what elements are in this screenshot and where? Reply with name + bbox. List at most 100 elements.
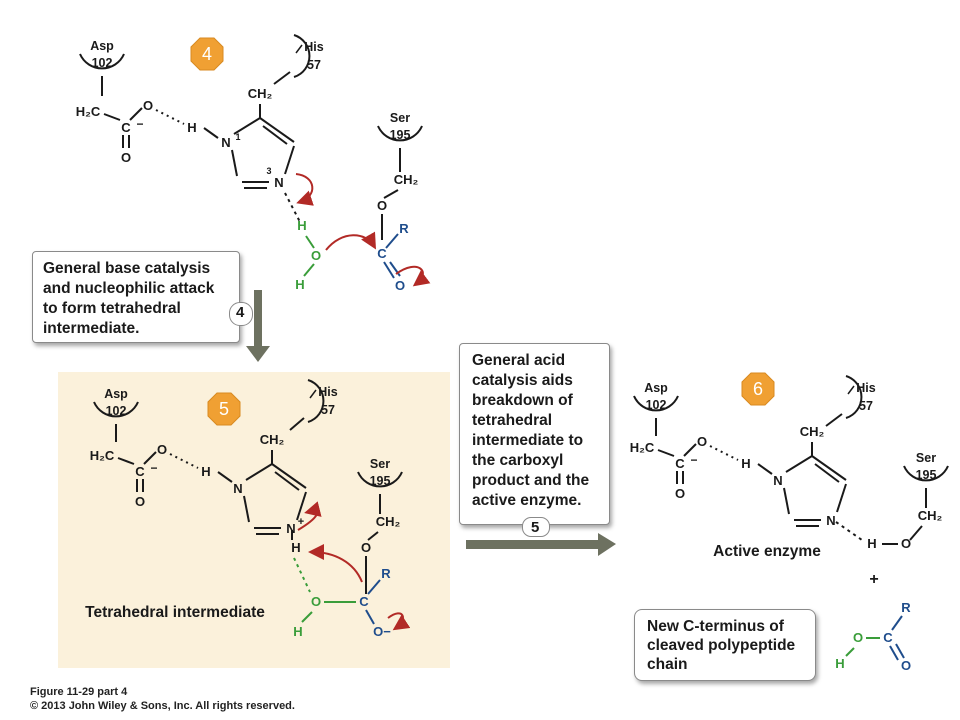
asp6-residue-arc (633, 395, 679, 412)
his5-number-divider (309, 389, 317, 399)
ser6-residue-name: Ser (916, 451, 936, 465)
ser4-ch2: CH₂ (394, 172, 419, 187)
his4-n1-index: 1 (235, 132, 240, 142)
ser6-o-ch2-bond (909, 525, 923, 541)
his6-ch2: CH₂ (800, 424, 825, 439)
intermediate-carbon: C (359, 594, 369, 609)
asp5-h2c: H₂C (90, 448, 115, 463)
his5-n3: N (286, 521, 295, 536)
asp4-hydrogen: H (187, 120, 196, 135)
down-arrow-shaft (254, 290, 262, 348)
water-h2: H (295, 277, 304, 292)
asp6-hydrogen: H (741, 456, 750, 471)
active-enzyme-label: Active enzyme (713, 543, 821, 560)
asp4-h-n-bond (203, 127, 219, 139)
asp6-carbon: C (675, 456, 685, 471)
asp6-co-bond (683, 443, 697, 457)
asp6-charge: − (690, 453, 697, 467)
step-badge-5: 5 (207, 392, 241, 426)
box5-step-tab (522, 517, 550, 537)
product-hydrogen: H (835, 656, 844, 671)
box4-line-4: intermediate. (43, 320, 140, 337)
ser6-hydrogen: H (867, 536, 876, 551)
his6-residue-number: 57 (859, 399, 873, 413)
asp4-residue-number: 102 (92, 56, 113, 70)
electron-arrow (295, 173, 314, 206)
asp5-residue-number: 102 (106, 404, 127, 418)
right-arrow-shaft (466, 540, 600, 549)
asp5-oxygen-top: O (157, 442, 167, 457)
his6-hbond-ser (835, 521, 863, 541)
asp6-h2c: H₂C (630, 440, 655, 455)
down-arrow-head (246, 346, 270, 362)
ser5-residue-number: 195 (370, 474, 391, 488)
his6-ring-bond (783, 487, 790, 515)
box5-step-number: 5 (531, 519, 540, 536)
asp4-residue-name: Asp (90, 39, 114, 53)
product-co-bond (889, 645, 899, 661)
asp6-h-n-bond (757, 463, 773, 475)
ser4-residue-name: Ser (390, 111, 410, 125)
intermediate-oxyanion: O− (373, 624, 391, 639)
intermediate-oxygen: O (311, 594, 321, 609)
his5-n3-charge: + (298, 516, 304, 528)
his4-number-divider (295, 44, 303, 54)
asp6-bond (657, 449, 675, 457)
box5-line-7: product and the (472, 472, 590, 489)
his4-ring-bond (233, 117, 261, 135)
ser5-ch2-o-bond (367, 531, 379, 541)
ser4-residue-number: 195 (390, 128, 411, 142)
his5-ring-bond (296, 491, 307, 521)
figure-caption: Figure 11-29 part 4 (30, 686, 128, 698)
asp5-oxygen-bottom: O (135, 494, 145, 509)
his5-ch2: CH₂ (260, 432, 285, 447)
his5-residue-stem (289, 417, 305, 431)
box4-step-number: 4 (236, 304, 245, 321)
terminus-line-1: New C-terminus of (647, 618, 784, 635)
asp4-carbon: C (121, 120, 131, 135)
ser6-residue-arc (903, 465, 949, 482)
asp5-charge: − (150, 461, 157, 475)
his5-n1: N (233, 481, 242, 496)
ser4-ch2-o-bond (383, 189, 399, 199)
his5-hbond-oxygen (293, 557, 311, 593)
substrate-co-bond (383, 261, 395, 279)
asp5-h-n-bond (217, 471, 233, 483)
asp4-charge: − (136, 117, 143, 131)
box5-line-2: catalysis aids (472, 372, 573, 389)
his5-hydrogen: H (291, 540, 300, 555)
intermediate-c-r-bond (367, 579, 381, 595)
intermediate-oh-bond (301, 611, 313, 623)
his6-residue-arc (845, 375, 863, 419)
ser5-residue-arc (357, 471, 403, 488)
step-4-structure: Asp102H₂CC−OOHHis57NN13CH₂Ser195CH₂OHOHC… (76, 34, 431, 293)
his5-residue-name: His (318, 385, 338, 399)
product-r: R (901, 600, 911, 615)
his4-residue-stem (273, 71, 291, 85)
asp5-carbon: C (135, 464, 145, 479)
his4-residue-arc (293, 34, 311, 78)
electron-arrow (308, 544, 363, 583)
his5-ring-bond (271, 463, 307, 489)
his4-n1: N (221, 135, 230, 150)
asp4-co-bond (129, 107, 143, 121)
water-oxygen: O (311, 248, 321, 263)
water-bond2 (303, 263, 315, 277)
his6-residue-stem (825, 413, 843, 427)
product-oxygen-2: O (901, 658, 911, 673)
box4-step-tab (229, 302, 253, 326)
ser6-ch2: CH₂ (918, 508, 943, 523)
asp4-residue-arc (79, 53, 125, 70)
asp4-bond (103, 113, 121, 121)
his5-ring-double (274, 471, 300, 491)
asp6-residue-name: Asp (644, 381, 668, 395)
plus-sign: + (869, 571, 878, 588)
asp6-oxygen-bottom: O (675, 486, 685, 501)
product-c-r-bond (891, 615, 903, 631)
his4-residue-name: His (304, 40, 324, 54)
his5-residue-arc (307, 379, 325, 423)
his4-ring-bond (231, 149, 238, 177)
asp5-residue-name: Asp (104, 387, 128, 401)
